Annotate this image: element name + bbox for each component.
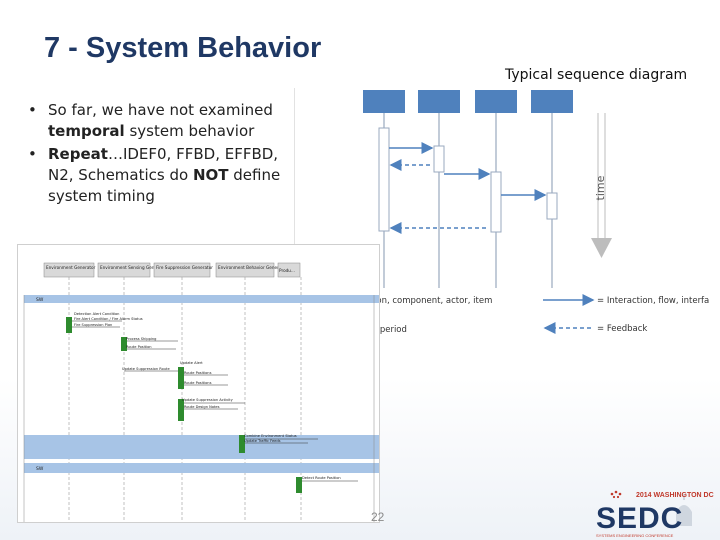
detail-message-label: Route Positions (184, 381, 212, 385)
detail-lane-band (24, 295, 379, 303)
detail-message-label: Update Alert (180, 361, 203, 365)
detail-message-label: Update Suppression Activity (182, 398, 234, 402)
detail-lane-label: SW (36, 466, 44, 472)
active-period (378, 127, 390, 232)
detail-header-label: Environment Sensing Generator (100, 265, 167, 270)
detail-diagram-svg: Environment Generator Environment Sensin… (23, 262, 379, 522)
detail-message-label: Fire Alert Condition / Fire Alarm Status (74, 317, 143, 321)
diagram-caption: Typical sequence diagram (505, 67, 688, 83)
detail-message-label: Process Shipping (126, 337, 156, 341)
active-period (490, 171, 502, 233)
detail-activation (121, 337, 127, 351)
logo-wordmark: SEDC (596, 502, 684, 535)
active-period (433, 145, 445, 173)
detail-message-label: Fire Suppression Plan (74, 323, 112, 327)
detail-activation (178, 399, 184, 421)
logo-year: 2014 WASHINGTON DC (636, 492, 714, 499)
detail-activation (239, 435, 245, 453)
detail-message-label: Update Suppression Route (122, 367, 170, 371)
lifeline-header (363, 90, 405, 113)
detail-lane-band (24, 463, 379, 473)
detail-lane-label: SW (36, 297, 44, 303)
detailed-sequence-diagram: Environment Generator Environment Sensin… (17, 244, 380, 523)
detail-activation (296, 477, 302, 493)
lifeline-header (475, 90, 517, 113)
bullet-item: • Repeat…IDEF0, FFBD, EFFBD, N2, Schemat… (28, 145, 281, 205)
bullet-item: • So far, we have not examined temporal … (28, 101, 273, 140)
detail-header-label: Fire Suppression Generator (156, 265, 213, 270)
detail-message-label: Update Traffic Feeds (244, 439, 281, 443)
capitol-dome-icon (676, 505, 692, 526)
slide-title: 7 - System Behavior (44, 32, 322, 64)
detail-message-label: Route Position (126, 345, 152, 349)
bullet-dot-icon: • (28, 101, 37, 119)
lifeline-header (418, 90, 460, 113)
time-label: time (594, 175, 607, 200)
detail-message-label: Route Design Notes (184, 405, 220, 409)
detail-message-label: Detect Route Position (302, 476, 341, 480)
detail-header-label: Environment Behavior Generator (218, 265, 288, 270)
detail-message-label: Combine Environment Status (244, 434, 297, 438)
detail-header (277, 262, 301, 278)
logo-subtitle: SYSTEMS ENGINEERING CONFERENCE (596, 533, 674, 538)
detail-lane-band (24, 435, 379, 459)
detail-message-label: Route Positions (184, 371, 212, 375)
active-period (546, 192, 558, 220)
detail-header-label: Environment Generator (46, 265, 96, 270)
sedc-logo (610, 490, 692, 526)
legend-feedback-label: = Feedback (597, 324, 647, 334)
time-arrow-icon (591, 238, 612, 258)
bullet-list: • So far, we have not examined temporal … (28, 100, 293, 209)
lifeline-header (531, 90, 573, 113)
bullet-dot-icon: • (28, 145, 37, 163)
detail-activation (66, 317, 72, 333)
detail-activation (178, 367, 184, 389)
page-number: 22 (371, 510, 385, 524)
legend-interaction-label: = Interaction, flow, interface (597, 296, 709, 306)
detail-message-label: Detection Alert Condition (74, 312, 119, 316)
legend-function-label: = Function, component, actor, item (341, 296, 492, 306)
detail-header-label: Produ... (279, 268, 295, 273)
